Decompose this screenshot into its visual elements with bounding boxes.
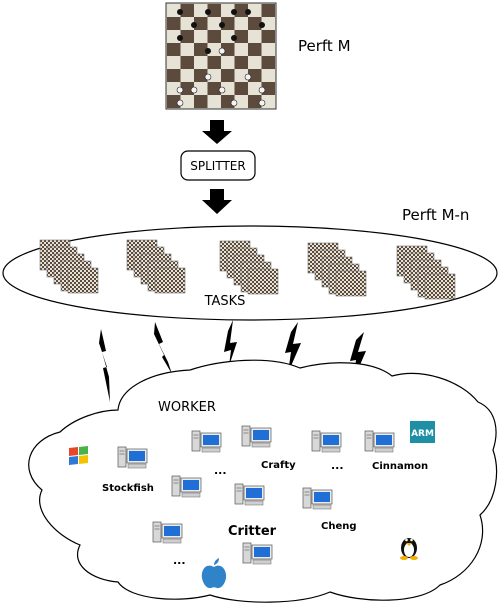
lightning-bolt-icon	[99, 329, 110, 402]
ellipsis-more-workers: ...	[173, 554, 186, 567]
board-square	[167, 69, 181, 82]
board-square	[180, 82, 194, 95]
engine-label-cheng: Cheng	[321, 521, 357, 532]
engine-label-critter: Critter	[228, 524, 277, 539]
desktop-computer-icon	[302, 487, 333, 510]
engine-label-stockfish: Stockfish	[102, 483, 154, 494]
splitter-box: SPLITTER	[180, 150, 256, 181]
engine-label-cinnamon: Cinnamon	[372, 461, 428, 472]
board-square	[180, 30, 194, 43]
engine-label-crafty: Crafty	[261, 460, 296, 471]
board-square	[167, 95, 181, 108]
tasks-label: TASKS	[204, 294, 246, 309]
lightning-bolt-icon	[224, 320, 237, 366]
board-square	[167, 43, 181, 56]
board-square	[261, 30, 275, 43]
arrow-down-icon	[202, 120, 232, 144]
ellipsis-more-workers: ...	[331, 459, 344, 472]
board-square	[261, 4, 275, 17]
worker-label: WORKER	[158, 400, 216, 415]
board-square	[167, 17, 181, 30]
apple-logo-icon	[201, 558, 227, 589]
board-square	[234, 56, 248, 69]
perft-mn-label: Perft M-n	[402, 206, 469, 224]
arrow-down-icon	[202, 189, 232, 214]
perft-m-label: Perft M	[298, 37, 351, 55]
chessboard-icon	[165, 2, 277, 110]
board-square	[234, 4, 248, 17]
board-square	[207, 30, 221, 43]
worker-cloud	[28, 359, 498, 603]
linux-tux-icon	[400, 538, 418, 560]
board-square	[207, 4, 221, 17]
board-square	[207, 56, 221, 69]
desktop-computer-icon	[152, 521, 183, 544]
board-square	[180, 56, 194, 69]
board-square	[180, 4, 194, 17]
board-square	[194, 95, 208, 108]
board-square	[194, 17, 208, 30]
desktop-computer-icon	[117, 446, 148, 469]
desktop-computer-icon	[234, 483, 265, 506]
lightning-bolts	[99, 320, 366, 402]
desktop-computer-icon	[191, 430, 222, 453]
board-square	[221, 95, 235, 108]
desktop-computer-icon	[242, 542, 273, 565]
board-square	[248, 69, 262, 82]
desktop-computer-icon	[171, 475, 202, 498]
desktop-computer-icon	[241, 425, 272, 448]
board-square	[221, 69, 235, 82]
board-square	[234, 30, 248, 43]
board-square	[248, 95, 262, 108]
desktop-computer-icon	[364, 430, 395, 453]
board-square	[248, 17, 262, 30]
desktop-computer-icon	[311, 430, 342, 453]
board-square	[234, 82, 248, 95]
board-square	[261, 56, 275, 69]
lightning-bolt-icon	[285, 322, 301, 373]
windows-logo-icon	[69, 446, 88, 465]
board-square	[261, 82, 275, 95]
splitter-label: SPLITTER	[190, 159, 245, 173]
svg-text:ARM: ARM	[411, 429, 434, 439]
arm-logo-icon: ARM	[410, 421, 435, 443]
board-square	[207, 82, 221, 95]
tasks-container: TASKS	[2, 225, 498, 321]
lightning-bolt-icon	[154, 322, 172, 374]
board-square	[194, 69, 208, 82]
board-square	[194, 43, 208, 56]
ellipsis-more-workers: ...	[214, 464, 227, 477]
lightning-bolt-icon	[350, 332, 366, 381]
board-square	[248, 43, 262, 56]
